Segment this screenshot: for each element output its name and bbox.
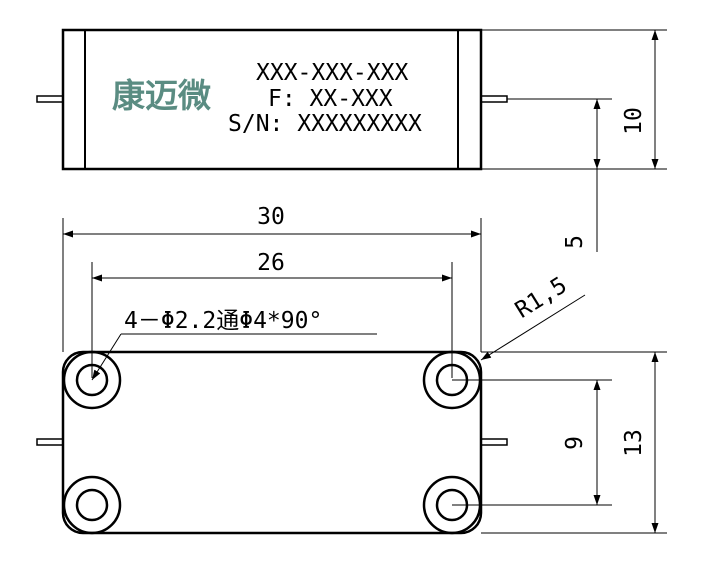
serial-label: S/N: XXXXXXXXX [228, 111, 422, 137]
hole-note-text: 4－Φ2.2通Φ4*90° [124, 308, 322, 334]
frequency-label: F: XX-XXX [268, 86, 393, 112]
top-view: 康迈微 XXX-XXX-XXX F: XX-XXX S/N: XXXXXXXXX… [36, 28, 667, 252]
bottom-body-outline [61, 350, 483, 535]
logo-text: 康迈微 [112, 76, 211, 115]
dim-height-text: 10 [621, 107, 647, 135]
corner-radius-text: R1,5 [511, 272, 572, 323]
mounting-hole-top-left [62, 350, 122, 410]
hole-note-leader [91, 333, 122, 381]
corner-radius-leader [480, 294, 586, 361]
dim-hole-vertical-text: 9 [562, 436, 588, 450]
mounting-hole-bottom-left [62, 475, 122, 535]
model-label: XXX-XXX-XXX [256, 60, 408, 86]
dim-hole-spacing-text: 26 [257, 250, 285, 276]
bottom-pin-left [36, 438, 64, 446]
dim-width-text: 13 [621, 429, 647, 457]
dim-length-text: 30 [257, 204, 285, 230]
top-pin-right [480, 95, 508, 103]
top-pin-left [36, 95, 64, 103]
bottom-view: 30 26 4－Φ2.2通Φ4*90° [36, 204, 667, 535]
bottom-pin-right [480, 438, 508, 446]
dim-pin-offset-text: 5 [562, 235, 588, 249]
